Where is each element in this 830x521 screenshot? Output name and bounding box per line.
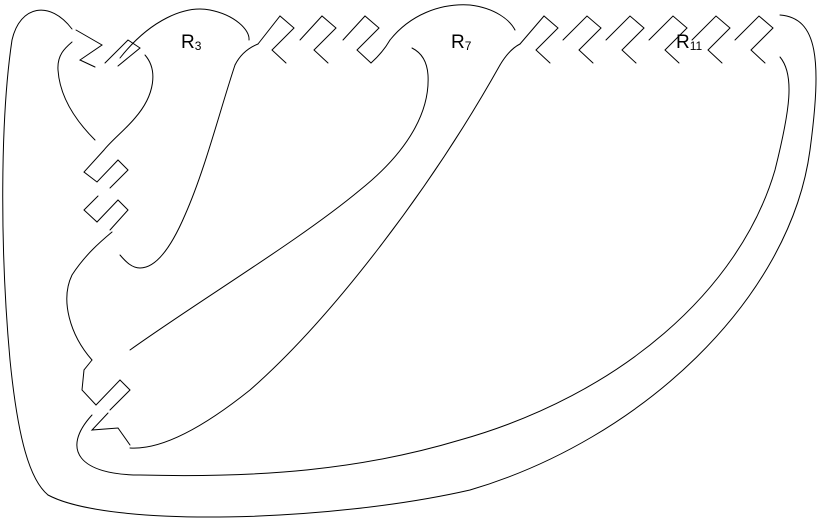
top-connector-c <box>499 43 521 66</box>
top-crossing-6 <box>519 15 559 64</box>
top-crossing-8 <box>605 15 645 64</box>
r3-top-arc <box>119 8 250 59</box>
top-crossing-7 <box>562 15 602 64</box>
top-crossing-2 <box>104 39 141 67</box>
region-label-r11: R11 <box>676 32 703 53</box>
bottom-outer-arc <box>47 14 817 518</box>
top-crossing-9 <box>648 15 688 64</box>
region-label-r7: R7 <box>451 32 472 53</box>
top-crossing-5 <box>342 15 380 64</box>
top-connector-b <box>370 39 391 64</box>
top-crossing-10 <box>691 15 731 64</box>
top-crossing-3 <box>257 15 295 64</box>
r3-left-arc <box>57 41 96 141</box>
r3-right-strand <box>119 64 236 269</box>
left-crossing-3 <box>81 359 131 411</box>
middle-left-loop <box>66 231 113 361</box>
r7-top-arc <box>389 4 516 41</box>
region-label-r3: R3 <box>181 32 202 53</box>
left-crossing-1 <box>83 149 129 189</box>
left-crossing-4 <box>90 412 131 446</box>
bottom-middle-arc <box>76 56 790 477</box>
top-crossing-11 <box>734 15 774 64</box>
r3-inner-arc <box>103 54 154 151</box>
left-crossing-2 <box>83 195 129 231</box>
top-connector-a <box>234 43 259 66</box>
top-crossing-4 <box>299 15 337 64</box>
long-diagonal-strand <box>129 47 429 351</box>
bottom-inner-arc <box>129 64 501 449</box>
top-crossing-1 <box>75 29 103 68</box>
outer-left-loop <box>2 9 73 496</box>
